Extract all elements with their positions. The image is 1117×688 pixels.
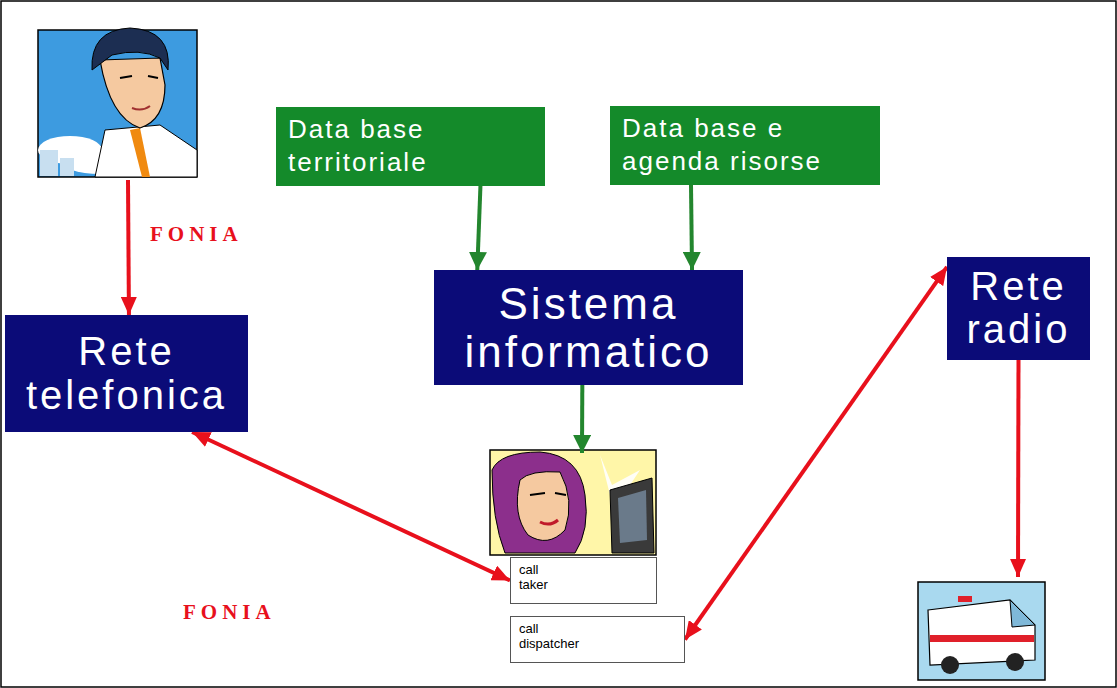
flow-arrow [580, 385, 584, 453]
box-text: Data base territoriale [288, 114, 428, 177]
box-text: Rete telefonica [15, 330, 238, 416]
caller-illustration [38, 28, 197, 177]
role-box: call taker [510, 557, 657, 604]
signal-label: FONIA [183, 600, 276, 625]
signal-label: FONIA [150, 222, 243, 247]
database-box: Data base e agenda risorse [610, 106, 880, 185]
box-text: Rete radio [957, 265, 1080, 351]
network-box: Rete telefonica [5, 315, 248, 432]
flow-arrow [477, 186, 480, 270]
ambulance-illustration [918, 582, 1045, 680]
flow-arrow [691, 185, 692, 270]
network-box: Rete radio [947, 257, 1090, 360]
box-text: call dispatcher [519, 621, 562, 651]
flow-arrow [192, 432, 510, 581]
flow-arrow [126, 180, 131, 315]
operator-illustration [490, 450, 656, 555]
box-text: call taker [519, 562, 562, 592]
flow-arrow [1016, 360, 1021, 578]
system-box: Sistema informatico [434, 270, 743, 385]
database-box: Data base territoriale [276, 107, 545, 186]
box-text: Sistema informatico [444, 280, 733, 375]
box-text: Data base e agenda risorse [622, 113, 822, 176]
role-box: call dispatcher [510, 616, 685, 663]
